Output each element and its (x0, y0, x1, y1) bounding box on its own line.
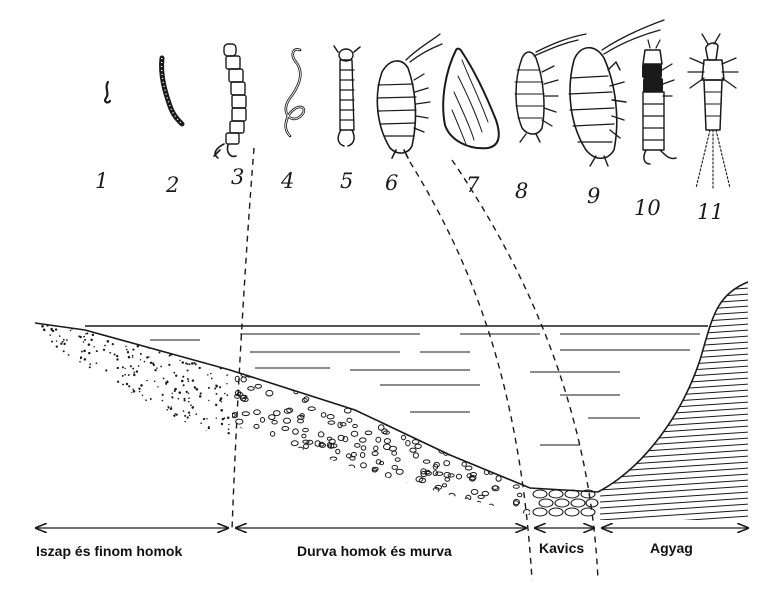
organism-label: 1 (95, 169, 108, 193)
organism-label: 11 (697, 200, 724, 224)
clay-hatching (600, 276, 750, 526)
organism-label: 10 (634, 196, 661, 220)
organism-label: 5 (340, 169, 353, 193)
zone-label-silt: Iszap és finom homok (36, 543, 182, 559)
caddisfly-larva-icon (642, 40, 676, 164)
organism-label: 6 (385, 171, 398, 195)
zone-label-clay: Agyag (650, 540, 693, 556)
amphipod-icon (377, 34, 442, 158)
water-lines (150, 334, 700, 445)
tubifex-loop-icon (286, 49, 304, 136)
organism-label: 3 (231, 165, 244, 189)
gravel-pebbles (533, 490, 598, 516)
organism-row (105, 20, 738, 190)
organism-label: 8 (515, 179, 528, 203)
lake-bottom-line (35, 323, 598, 492)
organism-numbers: 1 2 3 4 5 6 7 8 9 10 11 (95, 165, 724, 224)
zone-labels: Iszap és finom homok Durva homok és murv… (36, 540, 693, 559)
tiny-worm-icon (105, 82, 110, 102)
segmented-worm-icon (162, 58, 182, 124)
organism-label: 2 (165, 173, 179, 197)
gammarus-icon (569, 20, 664, 166)
larva-icon (334, 46, 360, 146)
organism-label: 4 (280, 169, 294, 193)
coarse-sand-circles (229, 366, 532, 521)
zone-label-gravel: Kavics (539, 540, 584, 556)
fine-sand-stipple (34, 321, 236, 442)
mussel-shell-icon (443, 49, 499, 149)
organism-label: 7 (466, 173, 480, 197)
zone-label-coarse-sand: Durva homok és murva (297, 543, 452, 559)
mayfly-nymph-icon (688, 34, 738, 190)
chironomid-larva-icon (214, 44, 246, 158)
organism-label: 9 (587, 184, 600, 208)
